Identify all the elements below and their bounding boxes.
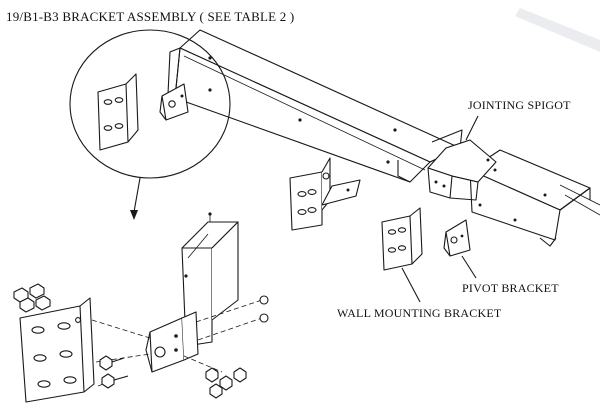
pivot-bracket-part (443, 219, 477, 279)
lower-pivot-bracket (145, 311, 199, 373)
wall-bracket-mid (289, 157, 361, 231)
detail-circle (69, 29, 231, 220)
jointing-spigot-label: JOINTING SPIGOT (468, 98, 571, 112)
pivot-bracket-label: PIVOT BRACKET (462, 281, 559, 295)
wall-bracket-labelled (381, 207, 423, 303)
lower-wall-plate (19, 297, 95, 403)
wall-mounting-bracket-label: WALL MOUNTING BRACKET (337, 306, 502, 320)
scan-streak (515, 8, 600, 52)
trunking-run-right (469, 149, 600, 247)
diagram-title: 19/B1-B3 BRACKET ASSEMBLY ( SEE TABLE 2 … (6, 9, 295, 24)
fasteners (13, 283, 269, 399)
jointing-spigot-part (427, 115, 497, 201)
trunking-run-upper (167, 29, 463, 183)
